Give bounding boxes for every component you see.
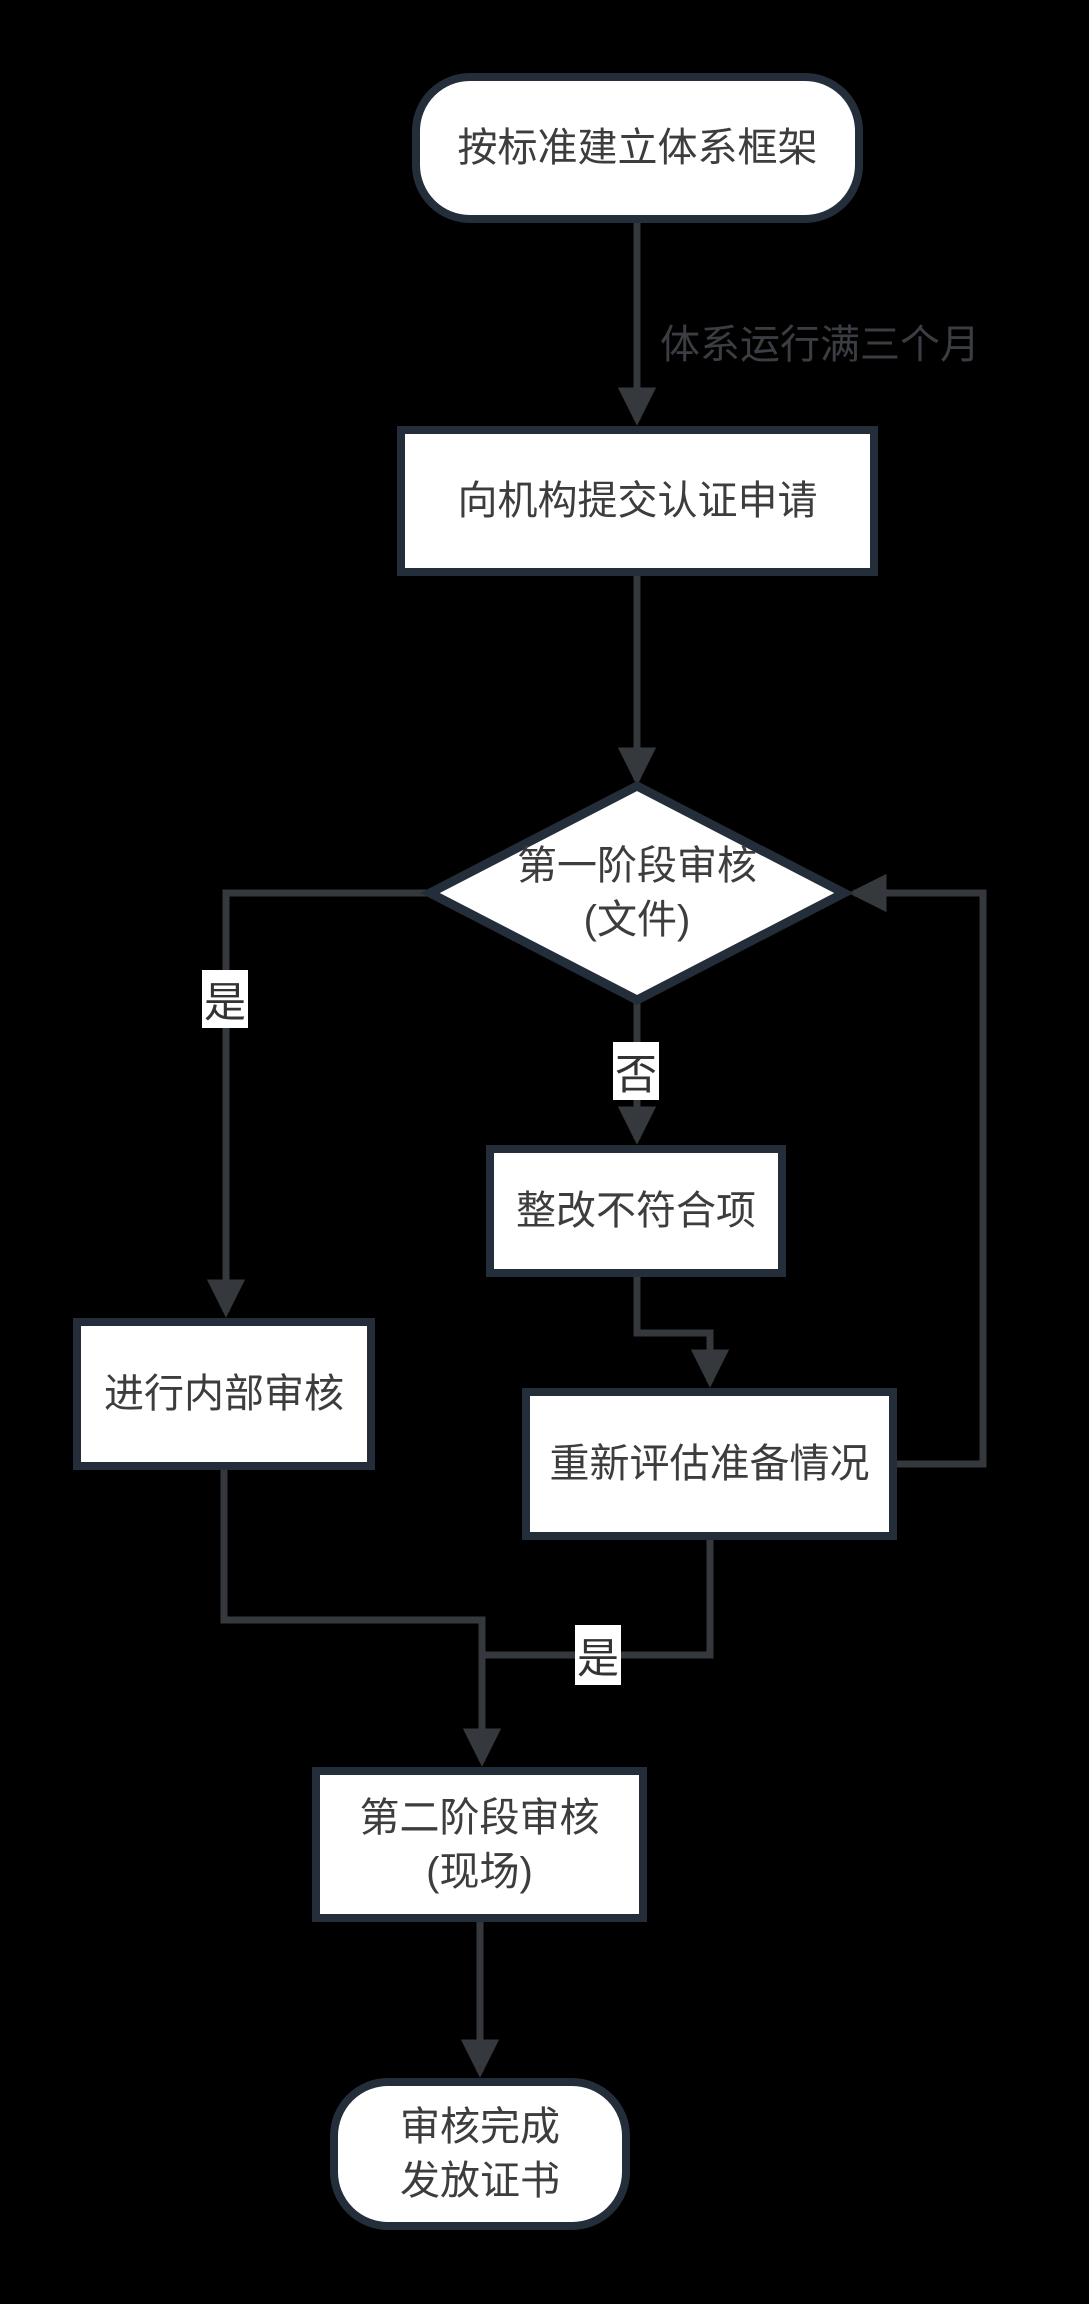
node-stage1-audit-decision: 第一阶段审核 (文件) <box>420 776 854 1010</box>
diamond-shape <box>420 780 854 1006</box>
edge-label-no: 否 <box>613 1042 659 1100</box>
edge-label-yes-left: 是 <box>202 970 248 1028</box>
node-submit-application: 向机构提交认证申请 <box>397 426 878 576</box>
decision-label: 第一阶段审核 (文件) <box>517 844 757 942</box>
edge-rectify-to-reassess <box>633 1277 730 1388</box>
node-end: 审核完成 发放证书 <box>330 2078 630 2230</box>
edge-reassess-loop-to-stage1 <box>848 873 987 1468</box>
node-rectify-nonconformities: 整改不符合项 <box>486 1145 786 1277</box>
node-stage2-audit: 第二阶段审核 (现场) <box>312 1767 647 1922</box>
edge-reassess-to-merge <box>482 1540 714 1659</box>
edge-label-system-running: 体系运行满三个月 <box>660 323 980 367</box>
node-internal-audit: 进行内部审核 <box>73 1318 375 1470</box>
node-reassess-readiness: 重新评估准备情况 <box>522 1388 897 1540</box>
edge-stage1-yes-to-internal <box>206 889 430 1318</box>
edge-internal-to-stage2 <box>220 1470 502 1767</box>
node-start: 按标准建立体系框架 <box>412 73 863 223</box>
edge-label-yes-merge: 是 <box>575 1625 621 1685</box>
